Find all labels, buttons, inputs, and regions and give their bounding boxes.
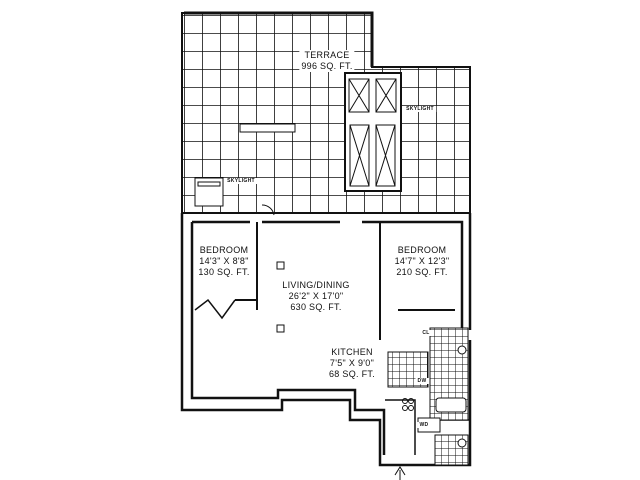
terrace-divider: [239, 123, 296, 133]
column: [276, 324, 285, 333]
skylight: [344, 72, 402, 192]
washer-dryer-label: WD: [417, 422, 431, 428]
toilet: [457, 438, 467, 448]
skylight-label: SKYLIGHT: [225, 178, 257, 184]
closet-label: CL: [420, 330, 432, 336]
stove-burner: [402, 398, 408, 404]
column: [276, 261, 285, 270]
bathtub: [435, 397, 467, 413]
sink: [457, 345, 467, 355]
skylight-label: SKYLIGHT: [404, 106, 436, 112]
stove-burner: [408, 398, 414, 404]
stove-burner: [408, 405, 414, 411]
stove-burner: [402, 405, 408, 411]
dishwasher-label: DW: [415, 378, 429, 384]
skylight-small: [194, 177, 224, 207]
apartment-walls: [180, 204, 472, 467]
entry-arrow-icon: [394, 466, 406, 480]
